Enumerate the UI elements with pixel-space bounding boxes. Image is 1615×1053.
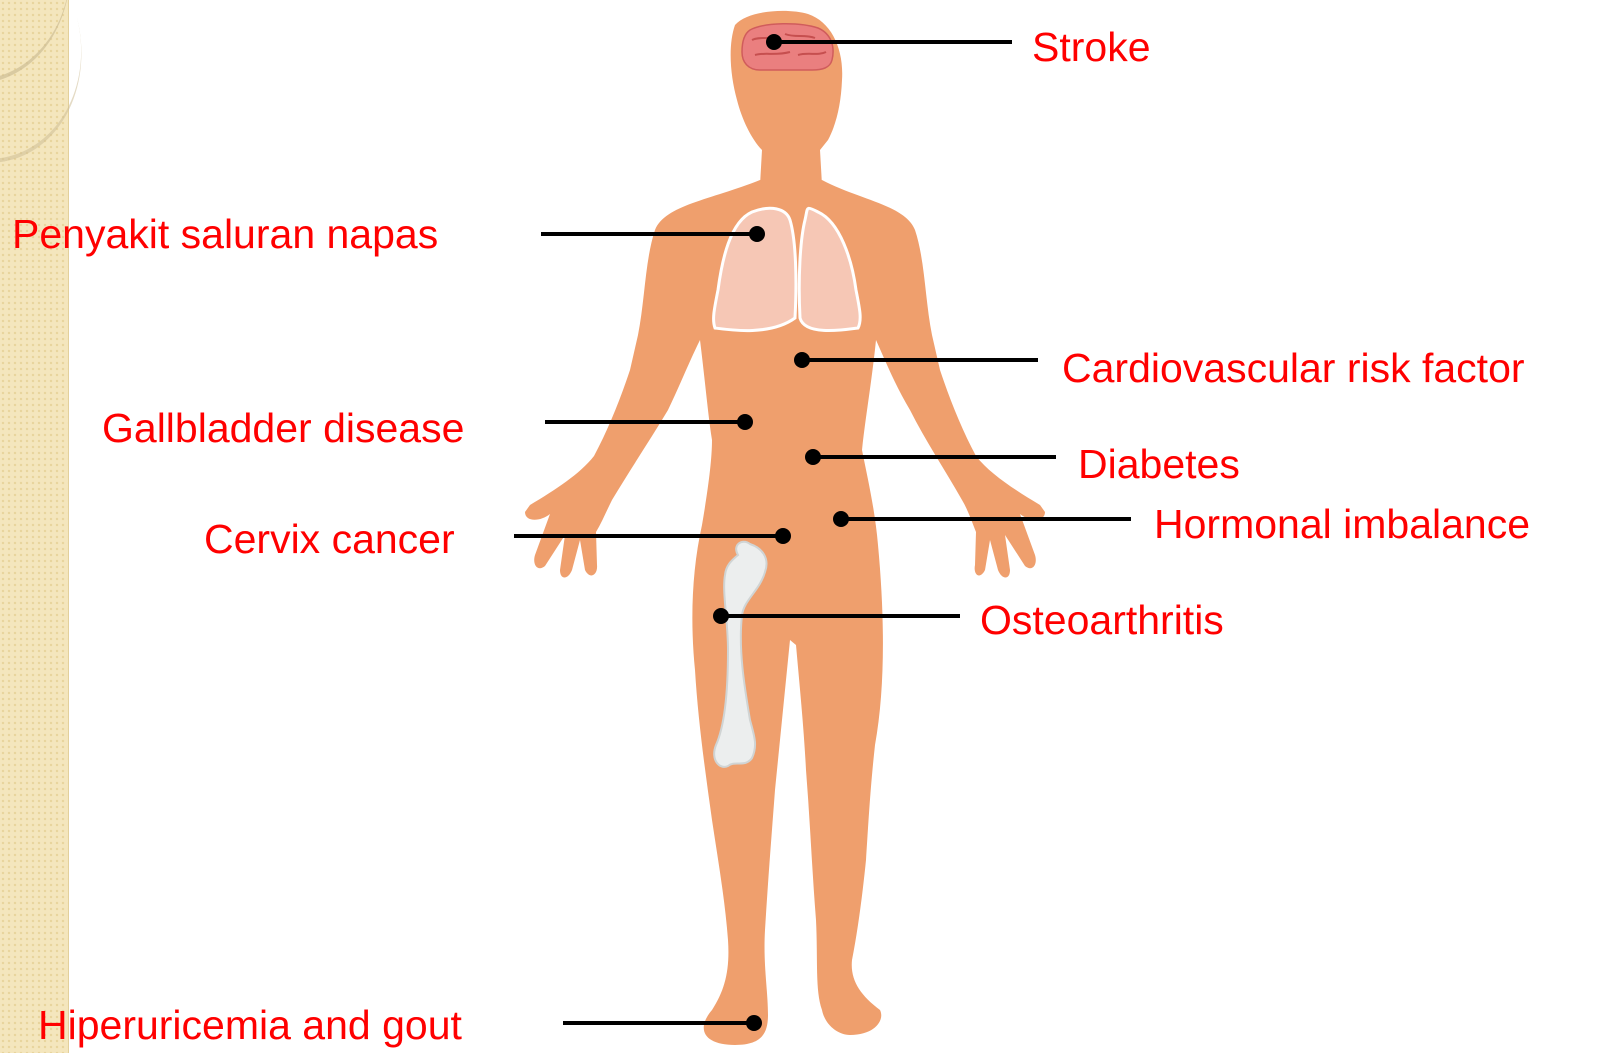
label-stroke: Stroke: [1032, 27, 1151, 68]
label-osteoarthritis: Osteoarthritis: [980, 600, 1224, 641]
dot-stroke: [766, 34, 782, 50]
body-silhouette: [525, 11, 1045, 1045]
dot-gallbladder: [737, 414, 753, 430]
label-diabetes: Diabetes: [1078, 444, 1240, 485]
dot-gout: [746, 1015, 762, 1031]
label-cardiovascular: Cardiovascular risk factor: [1062, 348, 1525, 389]
dot-hormonal: [833, 511, 849, 527]
dot-cervix: [775, 528, 791, 544]
dot-osteoarthritis: [713, 608, 729, 624]
dot-cardiovascular: [794, 352, 810, 368]
label-hormonal: Hormonal imbalance: [1154, 504, 1530, 545]
label-cervix: Cervix cancer: [204, 519, 455, 560]
label-gallbladder: Gallbladder disease: [102, 408, 464, 449]
label-respiratory: Penyakit saluran napas: [12, 214, 438, 255]
dot-respiratory: [749, 226, 765, 242]
label-gout: Hiperuricemia and gout: [38, 1005, 462, 1046]
brain-organ: [742, 24, 833, 70]
dot-diabetes: [805, 449, 821, 465]
